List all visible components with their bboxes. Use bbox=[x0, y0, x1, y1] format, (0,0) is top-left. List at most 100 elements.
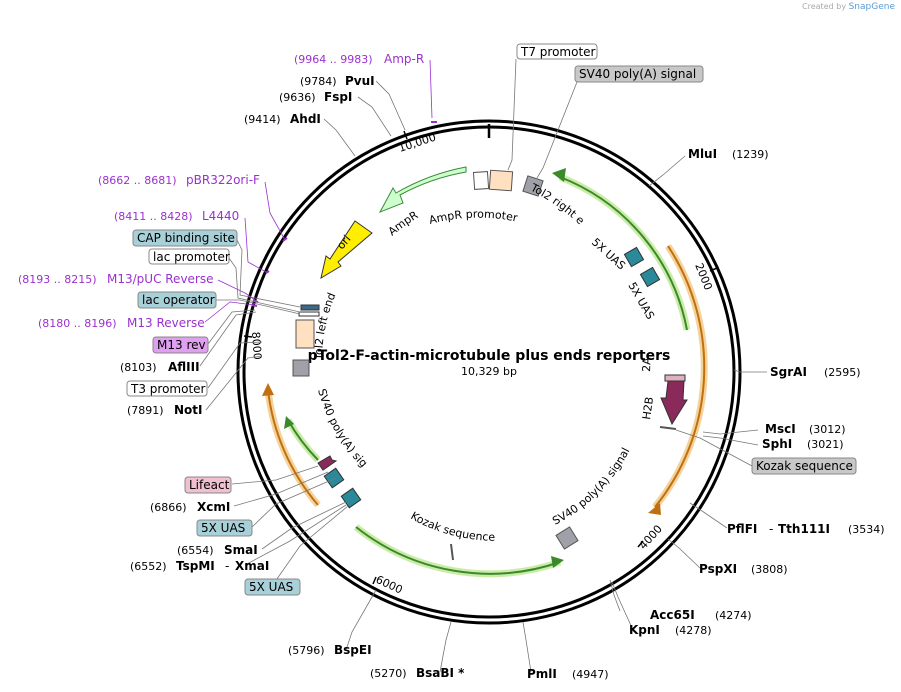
left-orange-arrowhead bbox=[262, 383, 274, 396]
primer-l4440-range: (8411 .. 8428) bbox=[114, 210, 193, 223]
tick-label-8000: 8000 bbox=[249, 331, 264, 360]
site-xcmi[interactable]: (6866) XcmI bbox=[150, 500, 230, 514]
label-lifeact[interactable]: Lifeact bbox=[184, 476, 232, 494]
site-aflii[interactable]: (8103) AflIII bbox=[120, 360, 200, 374]
site-acc65i[interactable]: Acc65I (4274) bbox=[650, 608, 752, 622]
h2b-label: H2B bbox=[640, 396, 656, 420]
site-sgrai-name: SgrAI bbox=[770, 365, 807, 379]
primer-amp-r-range: (9964 .. 9983) bbox=[294, 53, 373, 66]
site-sphi-name: SphI bbox=[762, 437, 792, 451]
label-cap-binding[interactable]: CAP binding site bbox=[132, 229, 238, 247]
sv40-top-text: SV40 poly(A) signal bbox=[579, 67, 696, 81]
right-green-arrowhead bbox=[552, 168, 566, 182]
tick-label-6000: 6000 bbox=[374, 573, 405, 597]
site-kpni-name: KpnI bbox=[629, 623, 660, 637]
p2a-block bbox=[664, 374, 686, 382]
site-tspmi-name: TspMI bbox=[176, 559, 215, 573]
snapgene-credit: Created by SnapGene bbox=[802, 2, 895, 12]
site-sphi[interactable]: SphI (3021) bbox=[762, 437, 844, 451]
site-mlui[interactable]: MluI (1239) bbox=[688, 147, 769, 161]
site-bspei-name: BspEI bbox=[334, 643, 372, 657]
right-orange-arrowhead bbox=[648, 503, 661, 515]
label-m13-rev[interactable]: M13 rev bbox=[152, 336, 209, 354]
site-bsabi-name: BsaBI * bbox=[416, 666, 465, 680]
primer-amp-r-name: Amp-R bbox=[384, 52, 424, 66]
label-uas-left-1[interactable]: 5X UAS bbox=[196, 519, 253, 537]
site-tth111i-name: Tth111I bbox=[778, 522, 830, 536]
plasmid-name: pTol2-F-actin-microtubule plus ends repo… bbox=[308, 348, 671, 364]
ampr-promoter-label: AmpR promoter bbox=[428, 208, 520, 227]
primer-pbr322ori-f[interactable]: (8662 .. 8681) pBR322ori-F bbox=[98, 173, 260, 187]
left-orange-arc-line bbox=[267, 389, 319, 506]
uas-left-block-2 bbox=[340, 487, 362, 509]
site-xmai-name: XmaI bbox=[235, 559, 269, 573]
tick-label-10000: 10,000 bbox=[397, 131, 438, 155]
primer-l4440-name: L4440 bbox=[202, 209, 239, 223]
site-pmli[interactable]: PmlI (4947) bbox=[527, 667, 609, 681]
site-msci[interactable]: MscI (3012) bbox=[765, 422, 846, 436]
kozak-right-text: Kozak sequence bbox=[756, 459, 853, 473]
site-tspmi-sep: - bbox=[225, 559, 229, 573]
site-kpni[interactable]: KpnI (4278) bbox=[629, 623, 712, 637]
tol2-right-block bbox=[488, 169, 514, 192]
site-ahdi-pos: (9414) bbox=[244, 113, 281, 126]
primer-m13-puc-reverse[interactable]: (8193 .. 8215) M13/pUC Reverse bbox=[18, 272, 214, 286]
site-tspmi-xmai[interactable]: (6552) TspMI - XmaI bbox=[130, 559, 269, 573]
site-pspxi-name: PspXI bbox=[699, 562, 737, 576]
site-sgrai-pos: (2595) bbox=[824, 366, 861, 379]
ori-feature[interactable] bbox=[320, 220, 373, 280]
site-acc65i-name: Acc65I bbox=[650, 608, 695, 622]
site-noti-pos: (7891) bbox=[127, 404, 164, 417]
site-pspxi[interactable]: PspXI (3808) bbox=[699, 562, 788, 576]
site-smai-name: SmaI bbox=[224, 543, 258, 557]
primer-l4440[interactable]: (8411 .. 8428) L4440 bbox=[114, 209, 239, 223]
lac-block bbox=[298, 311, 320, 317]
label-t3-promoter[interactable]: T3 promoter bbox=[126, 380, 208, 397]
site-bsabi[interactable]: (5270) BsaBI * bbox=[370, 666, 465, 680]
site-fspi-pos: (9636) bbox=[279, 91, 316, 104]
label-uas-left-2[interactable]: 5X UAS bbox=[244, 578, 301, 596]
h2b-feature[interactable] bbox=[660, 380, 688, 426]
label-sv40-top[interactable]: SV40 poly(A) signal bbox=[574, 65, 704, 83]
site-pvui[interactable]: (9784) PvuI bbox=[300, 74, 375, 88]
site-tspmi-pos: (6552) bbox=[130, 560, 167, 573]
primer-marks bbox=[251, 121, 437, 307]
label-lac-promoter[interactable]: lac promoter bbox=[148, 248, 230, 265]
uas-label-1: 5X UAS bbox=[589, 236, 628, 273]
site-noti[interactable]: (7891) NotI bbox=[127, 403, 203, 417]
lifeact-text: Lifeact bbox=[189, 478, 230, 492]
site-pmli-pos: (4947) bbox=[572, 668, 609, 681]
site-sgrai[interactable]: SgrAI (2595) bbox=[770, 365, 861, 379]
site-xcmi-pos: (6866) bbox=[150, 501, 187, 514]
uas-left-2-text: 5X UAS bbox=[249, 580, 293, 594]
site-smai[interactable]: (6554) SmaI bbox=[177, 543, 258, 557]
site-pflfi-tth111i[interactable]: PflFI - Tth111I (3534) bbox=[727, 522, 885, 536]
site-bsabi-pos: (5270) bbox=[370, 667, 407, 680]
site-pspxi-pos: (3808) bbox=[751, 563, 788, 576]
lac-operator-text: lac operator bbox=[142, 293, 215, 307]
label-kozak-right[interactable]: Kozak sequence bbox=[751, 457, 857, 475]
uas-label-2: 5X UAS bbox=[625, 280, 657, 322]
uas-left-block-1 bbox=[323, 467, 345, 489]
site-fspi[interactable]: (9636) FspI bbox=[279, 90, 352, 104]
plasmid-length: 10,329 bp bbox=[461, 365, 517, 378]
site-kpni-pos: (4278) bbox=[675, 624, 712, 637]
tick-8000: 8000 bbox=[243, 331, 264, 360]
site-bspei[interactable]: (5796) BspEI bbox=[288, 643, 372, 657]
label-t7-promoter[interactable]: T7 promoter bbox=[516, 43, 598, 60]
t7-promoter-text: T7 promoter bbox=[520, 45, 596, 59]
site-sphi-pos: (3021) bbox=[807, 438, 844, 451]
tol2-left-block bbox=[295, 319, 315, 349]
bottom-green-arrowhead bbox=[551, 556, 564, 568]
label-lac-operator[interactable]: lac operator bbox=[137, 291, 217, 309]
site-msci-pos: (3012) bbox=[809, 423, 846, 436]
t3-promoter-text: T3 promoter bbox=[130, 382, 206, 396]
ampr-label: AmpR bbox=[386, 208, 421, 238]
site-ahdi[interactable]: (9414) AhdI bbox=[244, 112, 321, 126]
lifeact-feature[interactable] bbox=[317, 455, 338, 471]
ampr-feature[interactable] bbox=[378, 166, 467, 213]
cap-block bbox=[300, 304, 320, 311]
primer-amp-r[interactable]: (9964 .. 9983) Amp-R bbox=[294, 52, 424, 66]
credit-brand: SnapGene bbox=[848, 2, 895, 12]
primer-m13-reverse[interactable]: (8180 .. 8196) M13 Reverse bbox=[38, 316, 205, 330]
